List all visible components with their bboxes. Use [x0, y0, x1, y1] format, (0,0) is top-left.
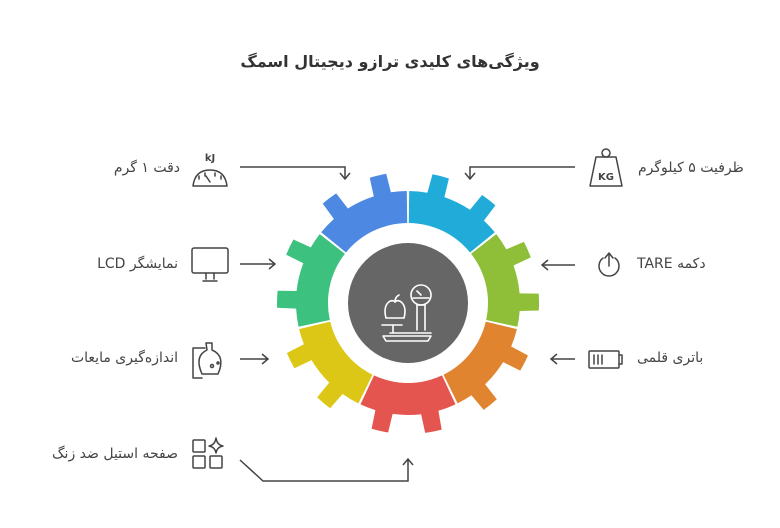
kg-weight-icon [589, 148, 623, 187]
feature-lcd: نمایشگر LCD [97, 256, 178, 272]
kj-label: kJ [205, 153, 215, 164]
gauge-kj-icon [192, 169, 228, 187]
gear-segment [360, 375, 456, 433]
center-circle [348, 243, 468, 363]
feature-accuracy: دقت ۱ گرم [113, 160, 180, 176]
monitor-icon [191, 247, 229, 282]
feature-battery: باتری قلمی [637, 350, 704, 366]
feature-tare: دکمه TARE [637, 256, 706, 272]
power-icon [598, 252, 620, 277]
connector-steel [239, 457, 414, 482]
shapes-sparkle-icon [192, 437, 224, 469]
feature-steel: صفحه استیل ضد زنگ [52, 446, 178, 462]
connector-accuracy [240, 166, 346, 178]
connector-battery [549, 353, 575, 365]
gear-segment [443, 321, 528, 410]
page-title: ویژگی‌های کلیدی ترازو دیجیتال اسمگ [240, 52, 540, 71]
connector-lcd [240, 258, 277, 270]
scale-icon [381, 284, 432, 342]
gear-segment [321, 173, 408, 253]
flask-icon [192, 342, 222, 379]
gear-segment [471, 234, 540, 327]
kg-label: KG [598, 172, 614, 183]
connector-tare [540, 259, 575, 271]
gear-segment [408, 174, 496, 253]
feature-capacity: ظرفیت ۵ کیلوگرم [638, 160, 744, 176]
connector-liquid [240, 353, 270, 365]
gear-segment [277, 234, 345, 327]
gear-segment [286, 321, 373, 409]
feature-liquid: اندازه‌گیری مایعات [70, 350, 178, 366]
connector-capacity [469, 166, 575, 178]
gear [277, 173, 540, 433]
battery-icon [588, 350, 623, 369]
